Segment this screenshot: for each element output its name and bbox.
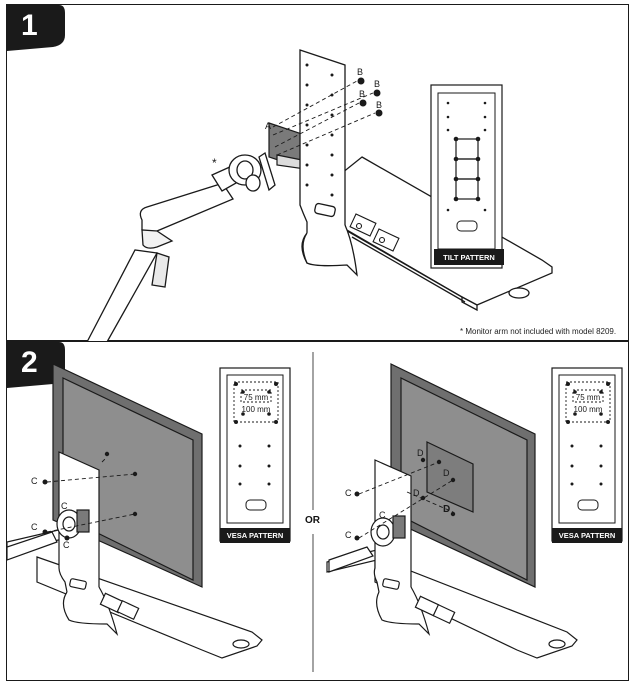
step-1-number: 1	[21, 9, 38, 42]
left-arm-head	[7, 509, 90, 561]
left-callout-c-1: C	[31, 476, 38, 486]
footnote: * Monitor arm not included with model 82…	[460, 327, 617, 336]
left-vesa-dim-large: 100 mm	[242, 405, 271, 414]
right-callout-d-3: D	[413, 488, 420, 498]
step-2-badge	[7, 342, 65, 388]
right-desk	[326, 547, 578, 659]
step-1-illustration: A B B B B *	[86, 49, 553, 342]
tilt-pattern-inset: TILT PATTERN	[430, 84, 504, 269]
screws-b	[357, 77, 383, 117]
right-arm-head	[328, 515, 406, 573]
left-callout-c-3: C	[61, 501, 68, 511]
callout-a: A	[265, 121, 271, 131]
mounting-plate	[299, 49, 358, 277]
right-dashed-lines	[358, 461, 454, 539]
step-2-number: 2	[21, 346, 38, 379]
right-callout-d-4: D	[443, 504, 450, 515]
callout-b-4: B	[376, 100, 382, 110]
left-callout-c-4: C	[63, 540, 70, 550]
left-mounting-plate	[58, 451, 140, 637]
right-callout-c-3: C	[379, 510, 386, 520]
or-label: OR	[305, 515, 320, 526]
right-vesa-dim-small: 75 mm	[576, 393, 601, 402]
right-vesa-inset: 75 mm 100 mm VESA PATTERN	[551, 367, 623, 543]
left-dashed-lines	[46, 456, 136, 533]
callout-b-3: B	[359, 89, 365, 99]
left-vesa-dim-small: 75 mm	[244, 393, 269, 402]
left-callout-c-2: C	[31, 522, 38, 532]
left-vesa-label: VESA PATTERN	[227, 531, 284, 540]
step-2-panel: 2	[6, 341, 629, 681]
right-vesa-dim-large: 100 mm	[574, 405, 603, 414]
right-vesa-label: VESA PATTERN	[559, 531, 616, 540]
right-callout-c-1: C	[345, 488, 352, 498]
step-1-panel: 1	[6, 4, 629, 342]
step-1-badge	[7, 5, 65, 51]
tilt-pattern-label: TILT PATTERN	[443, 253, 495, 262]
right-screws	[354, 457, 456, 541]
alignment-lines	[272, 80, 376, 156]
callout-b-2: B	[374, 79, 380, 89]
plate-holes	[305, 63, 334, 197]
left-vesa-inset: 75 mm 100 mm VESA PATTERN	[219, 367, 291, 543]
right-callout-d-1: D	[417, 448, 424, 458]
right-callout-c-2: C	[345, 530, 352, 540]
clamp-hardware	[349, 213, 400, 252]
step-2-illustration: C C C C 75 mm 100 mm VESA PATTERN	[7, 352, 623, 672]
monitor-arm	[86, 151, 276, 342]
right-monitor	[390, 363, 536, 588]
callout-b-1: B	[357, 67, 363, 77]
left-screws-c	[42, 451, 138, 541]
right-callout-d-2: D	[443, 468, 450, 478]
callout-star: *	[212, 156, 217, 170]
